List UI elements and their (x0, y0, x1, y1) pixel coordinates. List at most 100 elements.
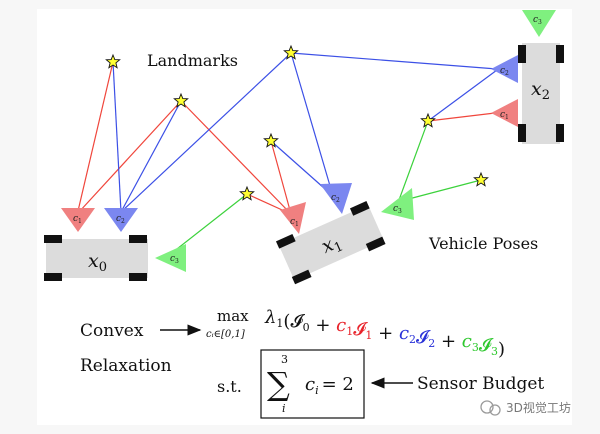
landmark-star (263, 132, 279, 148)
svg-text:c3: c3 (170, 254, 179, 265)
svg-text:c2: c2 (500, 66, 509, 77)
constraint-variable-sub: i (315, 384, 319, 397)
svg-text:c2: c2 (116, 214, 125, 225)
landmarks-label: Landmarks (147, 51, 238, 70)
wheel (518, 124, 526, 142)
green-line (167, 193, 248, 257)
relaxation-label: Relaxation (80, 356, 172, 376)
landmark-star (283, 44, 299, 60)
sensor-label-sub: 3 (398, 208, 402, 215)
constraint-expression: ci= 2 (305, 374, 354, 397)
objective-term: ( (283, 311, 290, 332)
sensor-c3-x1: c3 (381, 188, 414, 220)
vehicle-x1: x1 (275, 201, 386, 285)
sensor-c2-x2: c2 (491, 55, 518, 83)
sensor-c3-x2: c3 (522, 10, 556, 37)
wechat-icon-bubble (489, 404, 501, 416)
objective-term: 1 (365, 329, 372, 342)
sensor-label-sub: 1 (505, 114, 509, 121)
sensor-label: c (290, 217, 295, 227)
landmarks (105, 44, 489, 201)
sensor-label: c (500, 66, 505, 76)
sensor-label: c (116, 214, 121, 224)
sensor-label: c (331, 193, 336, 203)
objective-term: c (462, 331, 472, 352)
watermark-text: 3D视觉工坊 (506, 400, 571, 415)
wheel (291, 269, 312, 285)
objective-term: c (336, 315, 346, 336)
wheel (556, 45, 564, 63)
wheel (275, 234, 296, 249)
objective-term: 3 (491, 345, 498, 358)
objective-term: c (399, 323, 409, 344)
objective-term: 1 (346, 325, 353, 338)
constraint-box (260, 349, 365, 419)
sensor-c1-x0: c1 (61, 208, 95, 232)
sensor-label-sub: 1 (78, 218, 82, 225)
constraint-rhs: = 2 (322, 374, 354, 395)
convex-label: Convex (80, 321, 144, 341)
watermark: 3D视觉工坊 (480, 400, 571, 416)
vehicle-body (278, 204, 384, 281)
objective-term: + (435, 331, 462, 352)
objective-expression: λ1(𝓘0 + c1𝓘1 + c2𝓘2 + c3𝓘3) (264, 307, 505, 360)
vehicle-body (46, 239, 148, 278)
red-line (78, 100, 182, 213)
svg-text:c1: c1 (73, 214, 82, 225)
svg-text:x0: x0 (88, 250, 107, 275)
red-line (180, 100, 292, 215)
objective-term: 3 (472, 341, 479, 354)
objective-term: + (310, 315, 337, 336)
wheel (129, 273, 147, 281)
landmark-star (173, 92, 189, 108)
blue-line (120, 100, 182, 213)
red-line (77, 61, 114, 212)
svg-text:c3: c3 (533, 15, 542, 26)
sensor-c1-x2: c1 (491, 99, 518, 127)
sensor-c2-x0: c2 (104, 208, 138, 232)
vehicle-label: x (88, 250, 99, 272)
green-line (398, 120, 429, 201)
objective-term: ) (498, 339, 505, 360)
green-line (400, 179, 482, 202)
sensor-label-sub: 2 (505, 70, 509, 77)
blue-line (120, 52, 292, 213)
sum-lower-limit: i (282, 402, 286, 415)
sensor-label-sub: 2 (336, 197, 340, 204)
max-subscript: cᵢ∈[0,1] (206, 329, 245, 340)
objective-term: 1 (276, 317, 283, 330)
objective-term: 2 (409, 333, 416, 346)
sensor-c1-x1: c1 (280, 202, 306, 234)
vehicle-x0: x0 (44, 235, 148, 281)
wheel (556, 124, 564, 142)
objective-term: 2 (428, 337, 435, 350)
objective-term: 𝓘 (479, 335, 494, 356)
vehicle-poses-label: Vehicle Poses (428, 234, 538, 253)
sensor-label: c (170, 254, 175, 264)
observation-lines (77, 52, 498, 257)
objective-term: 𝓘 (290, 311, 305, 332)
sensor-label: c (500, 110, 505, 120)
objective-term: 𝓘 (416, 327, 431, 348)
svg-text:c2: c2 (331, 193, 340, 204)
vehicle-label-sub: 2 (542, 88, 550, 103)
landmark-star (420, 112, 436, 128)
red-line (270, 140, 292, 215)
sensor-label-sub: 3 (538, 19, 542, 26)
wheel (365, 236, 386, 252)
sum-symbol: ∑ (267, 365, 290, 403)
landmark-star (239, 185, 255, 201)
wheel (349, 201, 370, 216)
blue-line (290, 52, 498, 70)
sensor-label-sub: 1 (295, 221, 299, 228)
subject-to-label: s.t. (217, 377, 242, 396)
svg-text:c3: c3 (393, 204, 402, 215)
svg-text:c1: c1 (500, 110, 509, 121)
red-line (427, 112, 496, 122)
sensor-cones: c1 c2 c3 c1 c2 c3 (61, 10, 556, 272)
sensor-label: c (73, 214, 78, 224)
constraint-variable: c (305, 374, 315, 395)
wheel (518, 45, 526, 63)
vehicle-body (522, 43, 560, 144)
